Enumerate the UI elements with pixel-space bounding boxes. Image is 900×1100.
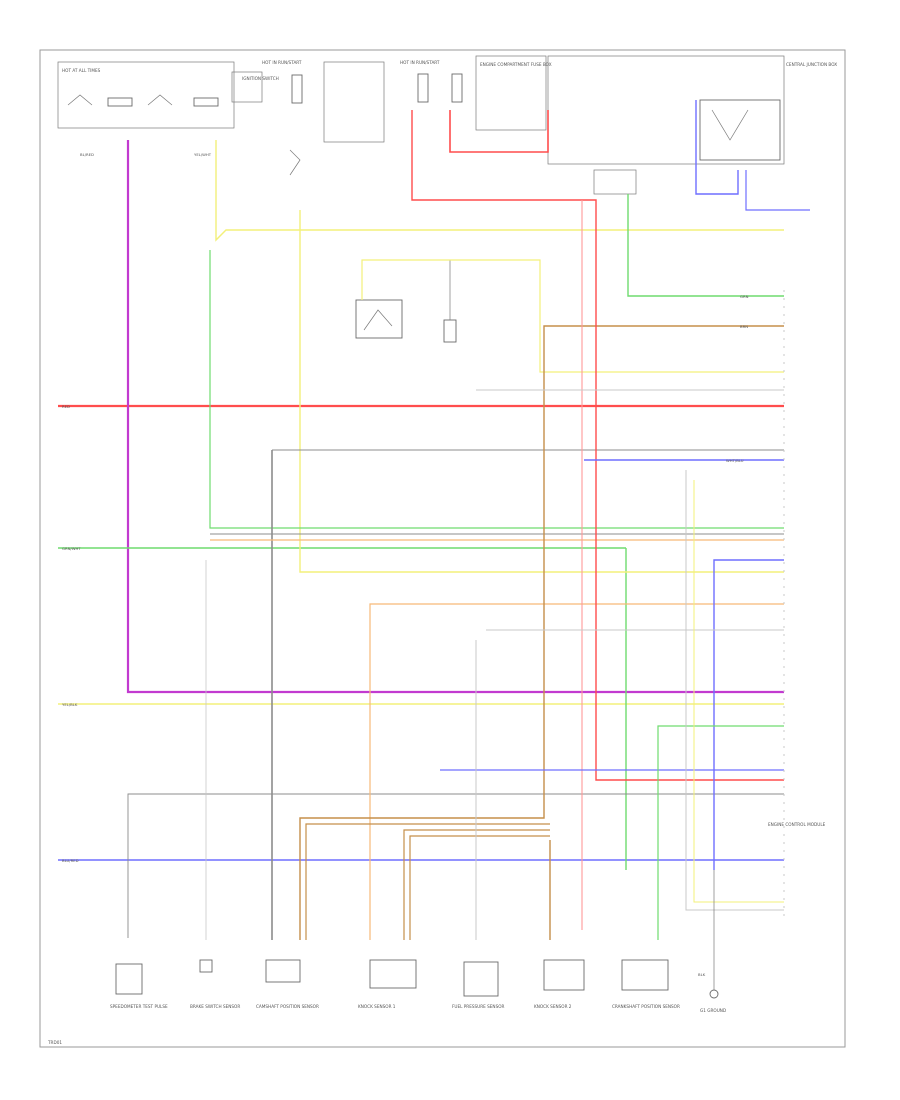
wire-label-blk: BLK [698,972,706,977]
fuse-block-mid: HOT IN RUN/START [262,60,385,176]
fuse-block-right-label: HOT IN RUN/START [400,60,440,65]
wire-blue-ecm [713,559,784,870]
wire-yellow-sw [361,259,784,373]
wire-violet [126,140,784,694]
component-knock-2 [543,959,585,991]
component-crank-sensor [621,959,669,991]
wire-blue-top [695,100,739,195]
comp-label-5: FUEL PRESSURE SENSOR [452,1004,505,1009]
wire-label-bl-red: BL/RED [80,152,94,157]
wire-yellow-top [215,140,784,242]
mid-switch-assembly [355,259,457,343]
wire-blue-right [745,170,810,211]
wire-label-yel-wht: YEL/WHT [194,152,212,157]
wire-label-yel-blk: YEL/BLK [62,702,78,707]
wire-brown-1 [299,325,784,940]
comp-label-1: SPEEDOMETER TEST PULSE [110,1004,168,1009]
diagram-frame [39,49,846,1048]
central-junction-box: CENTRAL JUNCTION BOX [547,55,837,195]
comp-label-7: CRANKSHAFT POSITION SENSOR [612,1004,680,1009]
wire-lightgray-5 [693,480,784,903]
engine-fuse-box-label: ENGINE COMPARTMENT FUSE BOX [480,62,552,67]
bottom-components [115,870,719,999]
component-ground [709,989,719,999]
wire-gray-ecm [127,793,784,938]
fuse-block-left: HOT AT ALL TIMES [57,61,263,129]
wire-green-left [209,250,784,529]
comp-label-8: G1 GROUND [700,1008,726,1013]
wire-label-blu-red: BLU/RED [62,858,79,863]
wire-lightgray-4 [685,470,784,911]
wire-red-fuse [449,110,549,153]
component-cam-sensor [265,959,301,983]
comp-label-6: KNOCK SENSOR 2 [534,1004,572,1009]
fuse-block-left-label: HOT AT ALL TIMES [62,68,101,73]
wire-label-brn: BRN [740,324,748,329]
wire-brown-2 [305,823,550,940]
comp-label-3: CAMSHAFT POSITION SENSOR [256,1004,319,1009]
comp-label-2: BRAKE SWITCH SENSOR [190,1004,240,1009]
fuse-block-right: HOT IN RUN/START [400,55,547,131]
wire-brown-3 [403,829,550,940]
wire-red-top [411,110,784,781]
ecm-label: ENGINE CONTROL MODULE [768,822,826,827]
wire-green-low [657,725,784,940]
wire-label-red: RED [62,404,70,409]
component-speedometer [115,963,143,995]
wire-green-top [627,194,784,297]
component-brake-sensor [199,959,213,973]
component-fuel-pressure [463,961,499,997]
wire-yellow-loop [299,210,784,573]
wire-label-grn: GRN [740,294,749,299]
ignition-switch-label: IGNITION SWITCH [242,76,279,81]
wire-label-grn-wht: GRN/WHT [62,546,81,551]
component-knock-1 [369,959,417,989]
footer-code: TRD01 [47,1040,62,1045]
fuse-block-mid-label: HOT IN RUN/START [262,60,302,65]
wire-label-wht-blu: WHT/BLU [726,458,744,463]
wire-orange-1 [369,603,784,940]
wire-brown-4 [409,835,550,940]
junction-box-label: CENTRAL JUNCTION BOX [786,62,837,67]
comp-label-4: KNOCK SENSOR 1 [358,1004,396,1009]
